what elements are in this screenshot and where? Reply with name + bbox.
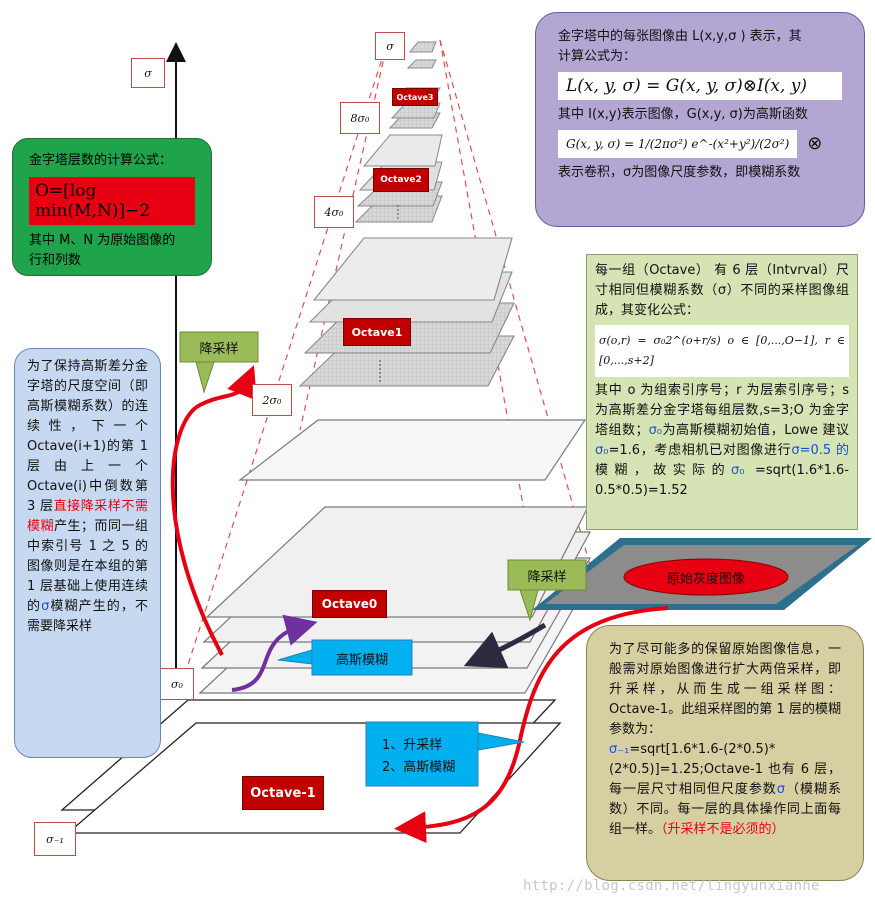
callout-downsample-lower-text: 降采样	[527, 570, 567, 585]
octave-desc-line6: =sqrt(1.6*1.6-0.5*0.5)=1.52	[595, 463, 849, 498]
octave-desc-line4: =1.6，考虑相机已对图像进行	[608, 443, 792, 458]
octave-minus1-label: Octave-1	[242, 776, 324, 810]
image-formula-line1: 金字塔中的每张图像由 L(x,y,σ ) 表示，其	[558, 29, 802, 44]
octave-description-box: 每一组（Octave） 有 6 层（Intvrval）尺寸相同但模糊系数（σ）不…	[586, 254, 858, 530]
octave0-label: Octave0	[312, 590, 387, 618]
layer-count-formula-box: 金字塔层数的计算公式： O=[log min(M,N)]−2 其中 M、N 为原…	[12, 138, 212, 276]
purple-blur-arrow	[231, 614, 318, 692]
octave-desc-line1: 每一组（Octave） 有 6 层（Intvrval）尺寸相同但模糊系数（σ）不…	[595, 263, 849, 318]
sigma-minus1-label: σ₋₁	[34, 822, 76, 856]
callout-upsample-line1: 1、升采样	[382, 738, 443, 753]
continuity-text-b: 产生；而同一组中索引号 1 之 5 的图像则是在本组的第 1 层基础上使用连续的	[27, 519, 148, 614]
sigma0-symbol-b: σ₀	[595, 443, 609, 458]
continuity-explanation-box: 为了保持高斯差分金字塔的尺度空间（即高斯模糊系数）的连续性，下一个Octave(…	[14, 348, 161, 758]
callout-downsample-lower	[507, 559, 587, 622]
eight-sigma-label: 8σ₀	[340, 102, 380, 134]
top-stack-sigma-label: σ	[375, 32, 405, 60]
watermark: http://blog.csdn.net/lingyunxianhe	[523, 878, 820, 894]
four-sigma-label: 4σ₀	[314, 196, 354, 228]
continuity-text-a: 为了保持高斯差分金字塔的尺度空间（即高斯模糊系数）的连续性，下一个Octave(…	[27, 359, 148, 514]
dark-downsample-arrow	[463, 622, 547, 669]
axis-top-sigma-label: σ	[131, 58, 165, 88]
red-upsample-arrow	[394, 606, 669, 844]
continuity-text-c: 模糊产生的，不需要降采样	[27, 599, 148, 634]
sigma0-label: σ₀	[160, 668, 194, 700]
callout-gaussian-blur	[277, 639, 413, 676]
callout-downsample-upper-text: 降采样	[199, 342, 239, 357]
upsample-explanation-box: 为了尽可能多的保留原始图像信息，一般需对原始图像进行扩大两倍采样，即升采样，从而…	[586, 625, 864, 881]
upsample-text-a: 为了尽可能多的保留原始图像信息，一般需对原始图像进行扩大两倍采样，即升采样，从而…	[609, 642, 841, 737]
octave1-planes	[298, 237, 515, 387]
upsample-text-red: （升采样不是必须的）	[661, 822, 785, 837]
image-formula-line2: 计算公式为：	[558, 49, 637, 64]
sigma0-symbol-a: σ₀	[648, 423, 663, 438]
layer-count-title: 金字塔层数的计算公式：	[29, 153, 173, 168]
octave3-planes	[388, 41, 441, 129]
octave-desc-line2: 其中 o 为组索引序号；r 为层索引序号；s 为高斯差分金字塔每组层数,s=3;…	[595, 383, 849, 438]
two-sigma-label: 2σ₀	[252, 384, 292, 416]
convolution-formula: L(x, y, σ) = G(x, y, σ)⊗I(x, y)	[558, 72, 842, 100]
red-downsample-arrow	[170, 365, 257, 656]
continuity-sigma: σ	[41, 599, 50, 614]
octave2-label: Octave2	[373, 168, 429, 192]
upsample-text-c: （模糊系数）不同。每一层的具体操作同上面每组一样。	[609, 782, 841, 837]
octave-sigma-formula: σ(o,r) = σ₀2^(o+r/s) o ∈ [0,...,O−1], r …	[595, 325, 849, 377]
upsample-text-b: =sqrt[1.6*1.6-(2*0.5)*(2*0.5)]=1.25;Octa…	[609, 742, 841, 797]
octave3-label: Octave3	[392, 88, 438, 106]
sigma0-symbol-c: σ₀	[731, 463, 745, 478]
gaussian-formula: G(x, y, σ) = 1/(2πσ²) e^-(x²+y²)/(2σ²)	[558, 130, 798, 158]
continuity-text-red: 直接降采样不需模糊	[27, 499, 148, 534]
callout-upsample-line2: 2、高斯模糊	[382, 760, 456, 775]
callout-gaussian-blur-text: 高斯模糊	[335, 653, 388, 668]
sigma05-symbol: σ=0.5 的	[791, 443, 849, 458]
image-formula-line3: 其中 I(x,y)表示图像，G(x,y, σ)为高斯函数	[558, 107, 808, 122]
callout-upsample	[365, 721, 525, 787]
callout-downsample-upper	[179, 331, 259, 394]
octave1-label: Octave1	[343, 318, 411, 346]
upsample-sigma-minus1: σ₋₁	[609, 742, 630, 757]
octave-desc-line3: 为高斯模糊初始值，Lowe 建议	[662, 423, 849, 438]
convolution-symbol: ⊗	[807, 133, 823, 154]
image-formula-box: 金字塔中的每张图像由 L(x,y,σ ) 表示，其 计算公式为： L(x, y,…	[535, 12, 865, 227]
upsample-sigma: σ	[776, 782, 786, 797]
original-image-ellipse	[623, 558, 789, 596]
layer-count-note-line2: 行和列数	[29, 253, 82, 268]
layer-count-formula: O=[log min(M,N)]−2	[29, 177, 195, 225]
original-image-label: 原始灰度图像	[666, 572, 745, 587]
image-formula-line4: 表示卷积，σ为图像尺度参数，即模糊系数	[558, 165, 801, 180]
octave-desc-line5: 模糊，故实际的	[595, 463, 731, 478]
layer-count-note-line1: 其中 M、N 为原始图像的	[29, 233, 176, 248]
